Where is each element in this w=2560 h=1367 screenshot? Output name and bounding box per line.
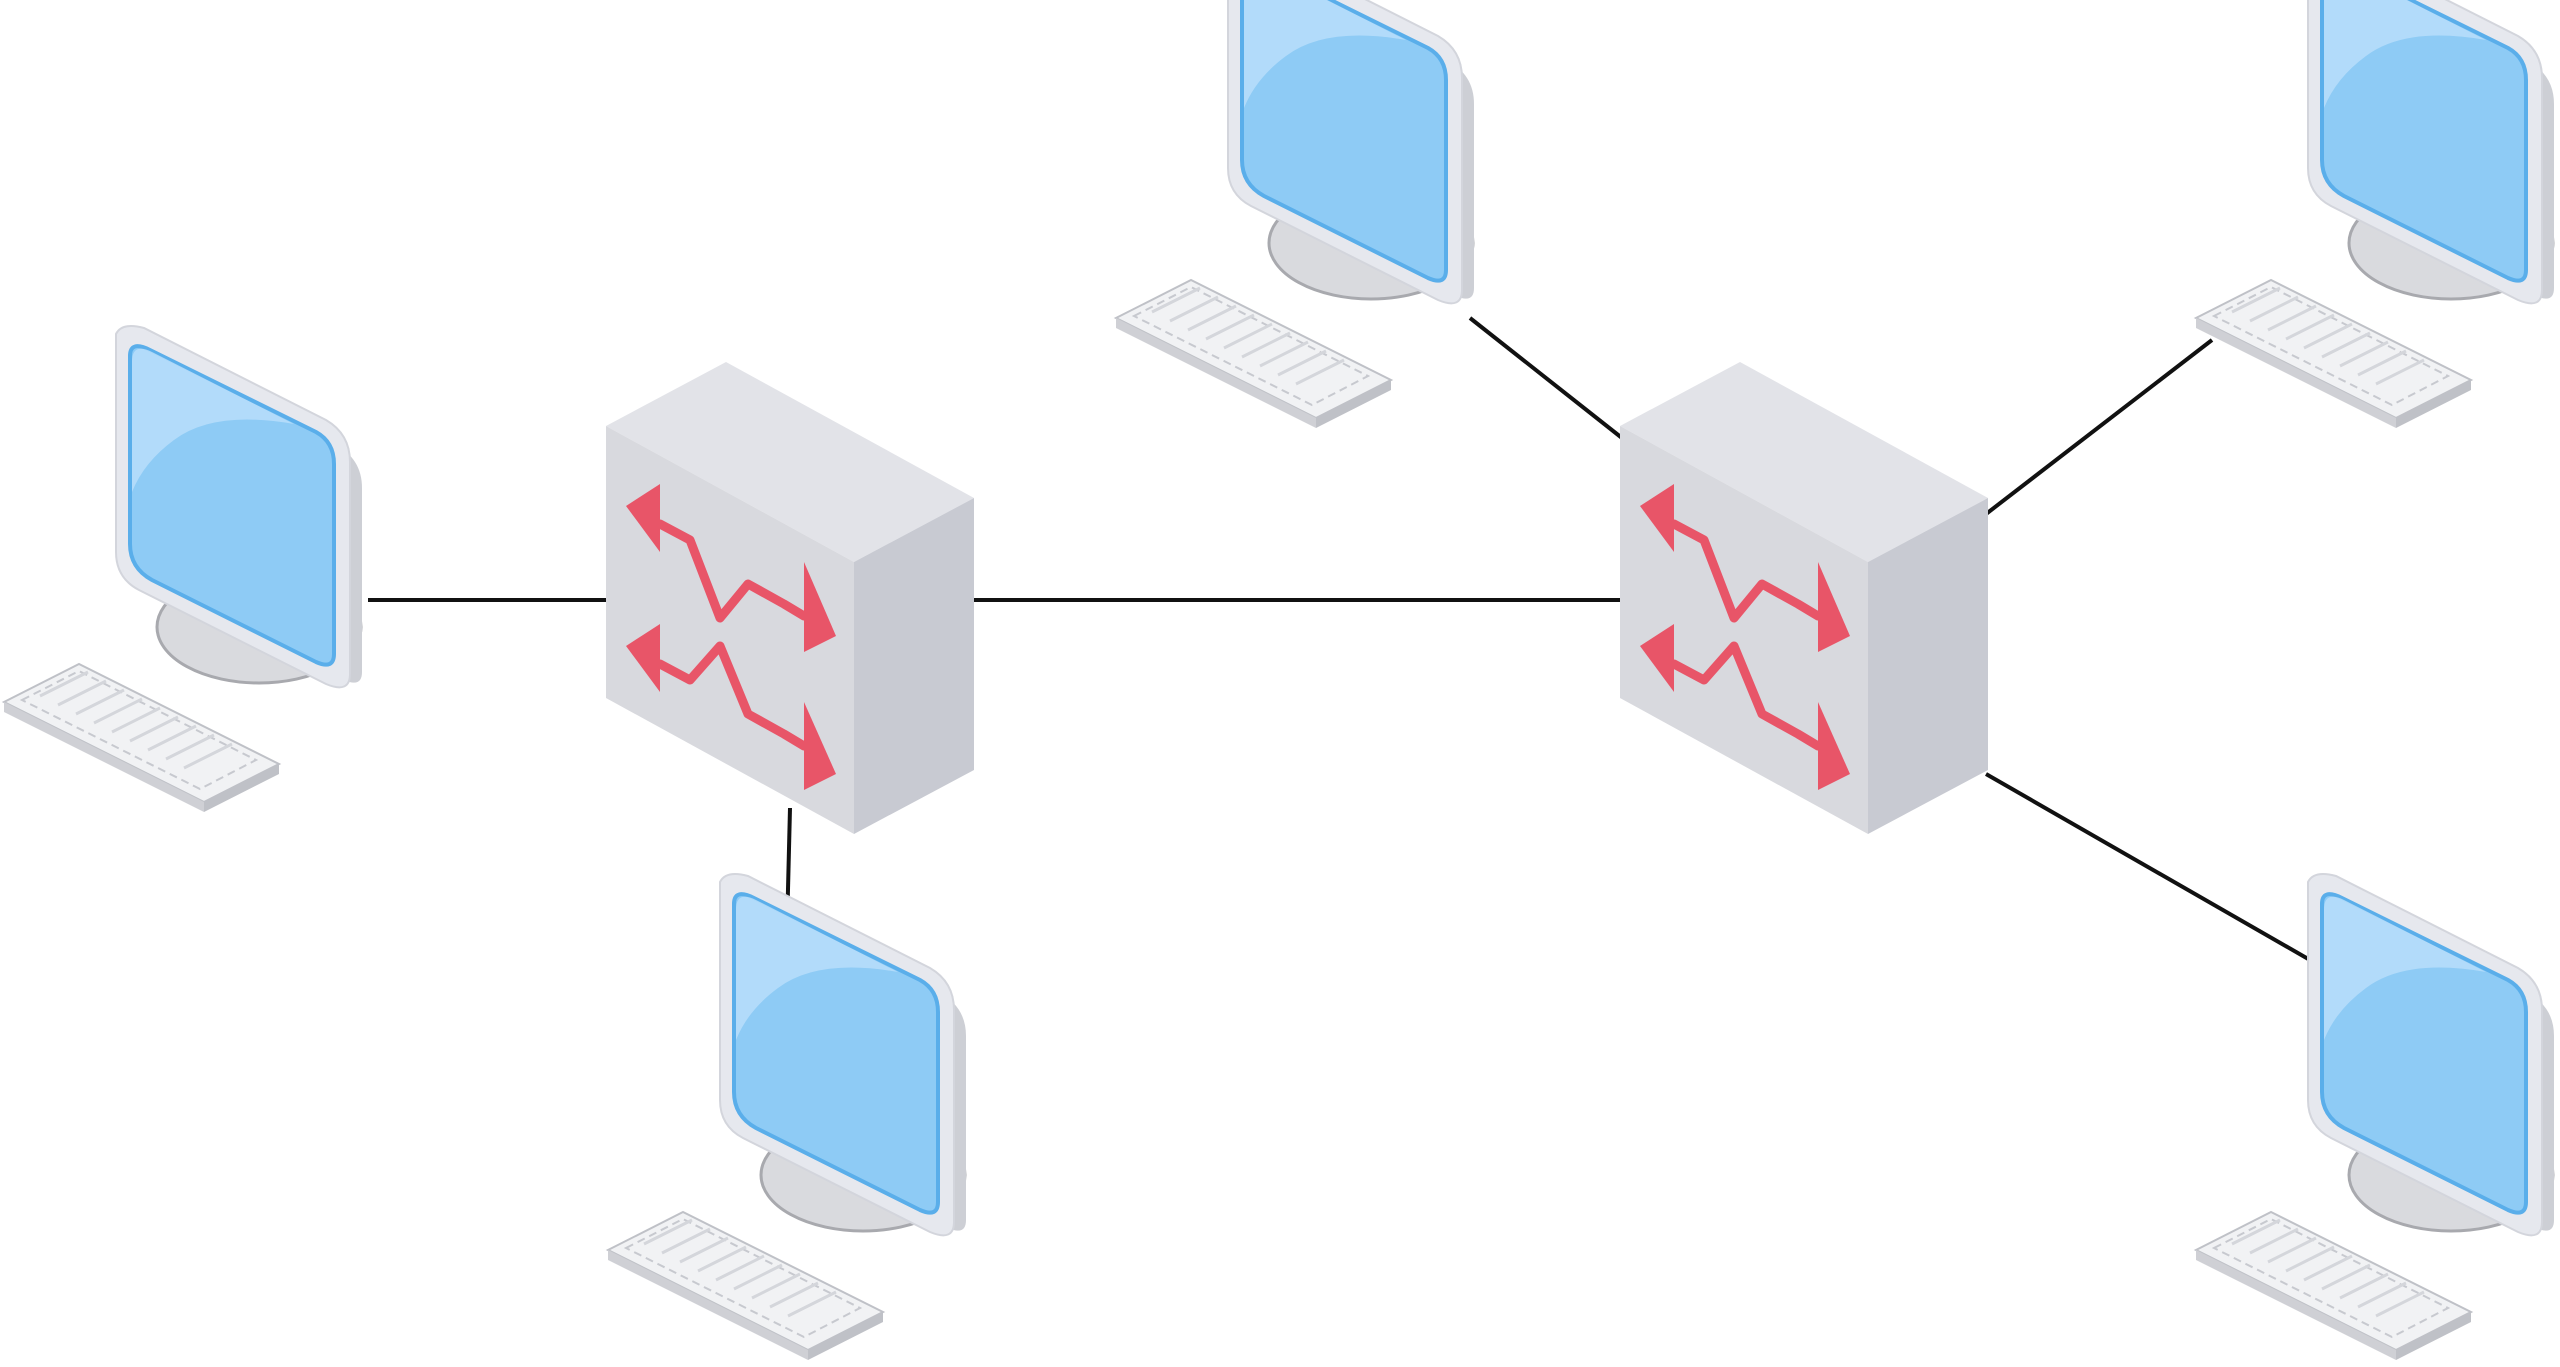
desktop-computer-icon <box>2 324 364 814</box>
link-layer <box>368 316 2311 962</box>
desktop-computer-icon <box>606 872 968 1362</box>
desktop-computer-icon <box>1114 0 1476 430</box>
link-switch-2-pc-5 <box>1985 772 2311 962</box>
desktop-computer-icon <box>2194 872 2556 1362</box>
network-switch-icon <box>606 362 974 834</box>
link-pc-3-switch-2 <box>1468 316 1624 440</box>
link-switch-2-pc-4 <box>1984 338 2214 516</box>
network-switch-icon <box>1620 362 1988 834</box>
desktop-computer-icon <box>2194 0 2556 430</box>
